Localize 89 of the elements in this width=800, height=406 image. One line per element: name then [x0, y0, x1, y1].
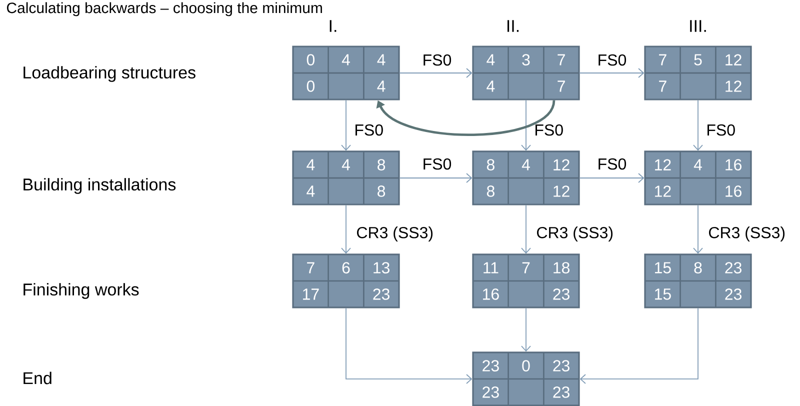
edge-label: FS0 — [598, 54, 626, 66]
cell-value: 12 — [655, 186, 671, 197]
cell-value: 16 — [483, 288, 499, 300]
edge-label: FS0 — [708, 124, 735, 136]
edge-label: CR3 (SS3) — [357, 226, 433, 242]
cell-value: 4 — [306, 159, 315, 170]
cell-value: 12 — [726, 54, 742, 66]
cell-value: 23 — [725, 262, 742, 274]
cell-value: 7 — [558, 54, 565, 66]
cell-value: 6 — [342, 262, 350, 274]
arrow — [399, 68, 472, 78]
cell-value: 12 — [655, 159, 671, 170]
cell-value: 17 — [303, 288, 319, 300]
activity-box — [292, 46, 400, 100]
cell-value: 15 — [655, 288, 671, 300]
arrow — [693, 204, 703, 254]
cell-value: 18 — [554, 262, 570, 274]
activity-box — [472, 254, 580, 308]
cell-value: 13 — [374, 262, 390, 274]
cell-value: 7 — [659, 80, 666, 92]
activity-box — [472, 352, 580, 406]
cell-value: 16 — [726, 186, 742, 197]
cell-value: 8 — [486, 186, 494, 197]
arrow — [521, 308, 531, 352]
cell-value: 12 — [726, 80, 742, 92]
cell-value: 16 — [726, 159, 742, 170]
cell-value: 23 — [482, 386, 499, 398]
cell-value: 23 — [373, 288, 390, 300]
cell-value: 4 — [486, 80, 495, 92]
cell-value: 8 — [378, 159, 386, 170]
cell-value: 23 — [553, 288, 570, 300]
activity-box — [472, 46, 580, 100]
arrow — [693, 100, 703, 151]
edge-label: FS0 — [598, 158, 626, 170]
cell-value: 12 — [554, 159, 570, 170]
cell-value: 7 — [659, 54, 666, 66]
cell-value: 23 — [553, 360, 570, 372]
cell-value: 7 — [558, 80, 565, 92]
row-label: Loadbearing structures — [24, 66, 196, 82]
activity-box — [472, 150, 580, 206]
row-label: End — [24, 372, 52, 384]
edge-label: FS0 — [424, 158, 452, 170]
arrow — [521, 204, 531, 254]
cell-value: 23 — [725, 288, 742, 300]
arrow — [346, 308, 472, 384]
arrow — [399, 173, 472, 183]
activity-box — [292, 254, 400, 308]
cell-value: 4 — [306, 186, 315, 197]
edge-label: FS0 — [536, 124, 563, 136]
cell-value: 4 — [342, 54, 350, 66]
cell-value: 4 — [486, 54, 495, 66]
arrow — [376, 100, 556, 136]
edge-label: FS0 — [424, 54, 452, 66]
cell-value: 4 — [377, 80, 386, 92]
cell-value: 7 — [307, 262, 314, 274]
cell-value: 4 — [694, 159, 702, 170]
cell-value: 23 — [553, 386, 570, 398]
cell-value: 7 — [522, 262, 530, 274]
cell-value: 4 — [377, 54, 386, 66]
cell-value: 8 — [378, 186, 386, 197]
cell-value: 3 — [522, 54, 530, 66]
cell-value: 23 — [482, 360, 499, 372]
cell-value: 8 — [694, 262, 702, 274]
activity-box — [644, 150, 752, 206]
cell-value: 4 — [522, 159, 530, 170]
edge-label: CR3 (SS3) — [709, 226, 785, 242]
cell-value: 15 — [655, 262, 671, 274]
title: Calculating backwards – choosing the minimum — [6, 2, 322, 16]
edge-label: FS0 — [356, 124, 383, 136]
cell-value: 0 — [522, 360, 530, 372]
cell-value: 0 — [306, 54, 315, 66]
arrow — [579, 173, 644, 183]
arrow — [579, 68, 644, 78]
cell-value: 4 — [342, 159, 350, 170]
activity-box — [644, 254, 752, 308]
cell-value: 11 — [484, 262, 498, 274]
arrow — [580, 308, 698, 384]
row-label: Finishing works — [24, 283, 139, 299]
cell-value: 0 — [306, 80, 315, 92]
arrow — [521, 100, 531, 151]
cell-value: 12 — [554, 186, 570, 197]
edge-label: CR3 (SS3) — [537, 226, 613, 242]
row-label: Building installations — [24, 178, 176, 194]
cell-value: 5 — [694, 54, 702, 66]
activity-box — [292, 150, 400, 206]
cell-value: 8 — [486, 159, 494, 170]
arrow — [341, 100, 351, 151]
activity-box — [644, 46, 752, 100]
arrow — [341, 204, 351, 254]
